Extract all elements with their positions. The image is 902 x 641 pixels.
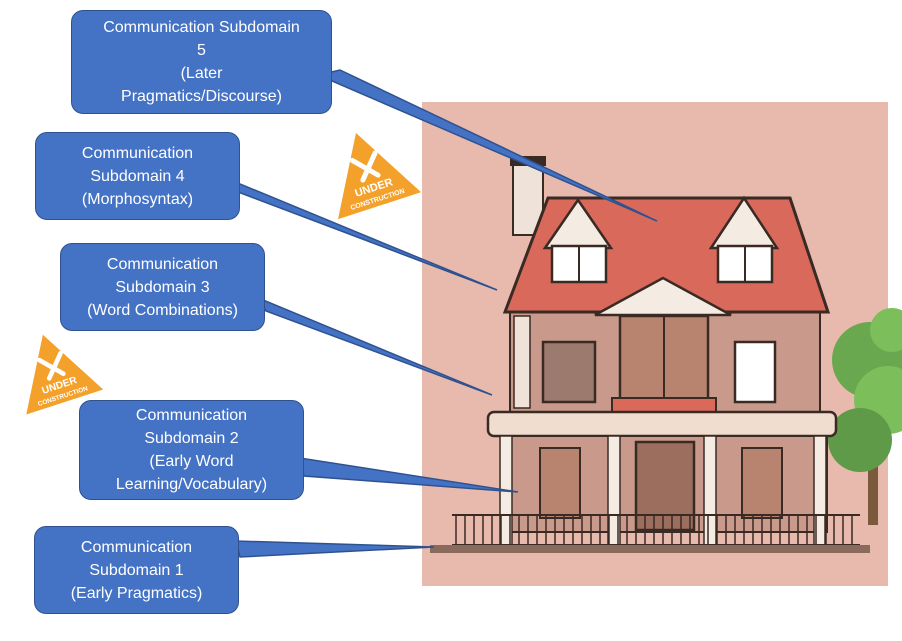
callout-subdomain-2: Communication Subdomain 2 (Early Word Le… [79, 400, 304, 500]
hammer-wrench-icon [349, 150, 381, 183]
callout-line: (Word Combinations) [87, 301, 238, 319]
railing-balusters [455, 515, 853, 545]
callout-line: Subdomain 4 [90, 167, 185, 185]
callout-line: (Early Word [149, 453, 234, 470]
callout-line: Pragmatics/Discourse) [121, 88, 282, 105]
callout-line: Communication [106, 255, 219, 273]
window-lower-left [539, 447, 581, 519]
callout-line: (Later [180, 65, 223, 82]
callout-subdomain-3: Communication Subdomain 3 (Word Combinat… [60, 243, 265, 331]
callout-line: Subdomain 1 [89, 561, 184, 579]
callout-line: Communication [80, 538, 193, 556]
window-upper-right [733, 340, 777, 404]
callout-line: Communication [81, 144, 194, 162]
callout-pointers [225, 69, 658, 558]
pointer-subdomain-1 [235, 540, 435, 558]
dormer-left [542, 197, 614, 284]
callout-line: Subdomain 3 [115, 278, 210, 296]
callout-subdomain-4: Communication Subdomain 4 (Morphosyntax) [35, 132, 240, 220]
callout-line: (Early Pragmatics) [70, 584, 203, 602]
under-construction-sign-left: UNDER CONSTRUCTION [20, 327, 104, 418]
balcony [611, 397, 717, 413]
under-construction-sign-top: UNDER CONSTRUCTION [332, 125, 422, 220]
hammer-wrench-icon [37, 350, 66, 381]
callout-line: Subdomain 2 [144, 430, 239, 447]
callout-line: Communication [135, 407, 248, 424]
callout-line: (Morphosyntax) [81, 190, 194, 208]
callout-line: Learning/Vocabulary) [115, 476, 268, 493]
dormer-right [708, 195, 780, 284]
callout-line: 5 [197, 42, 206, 59]
porch-floor [430, 545, 870, 553]
callout-subdomain-1: Communication Subdomain 1 (Early Pragmat… [34, 526, 239, 614]
porch-roof [486, 410, 838, 438]
callout-line: Communication Subdomain [103, 19, 300, 36]
window-lower-right [741, 447, 783, 519]
window-upper-left [541, 340, 597, 404]
tree [828, 308, 902, 525]
callout-subdomain-5: Communication Subdomain 5 (Later Pragmat… [71, 10, 332, 114]
